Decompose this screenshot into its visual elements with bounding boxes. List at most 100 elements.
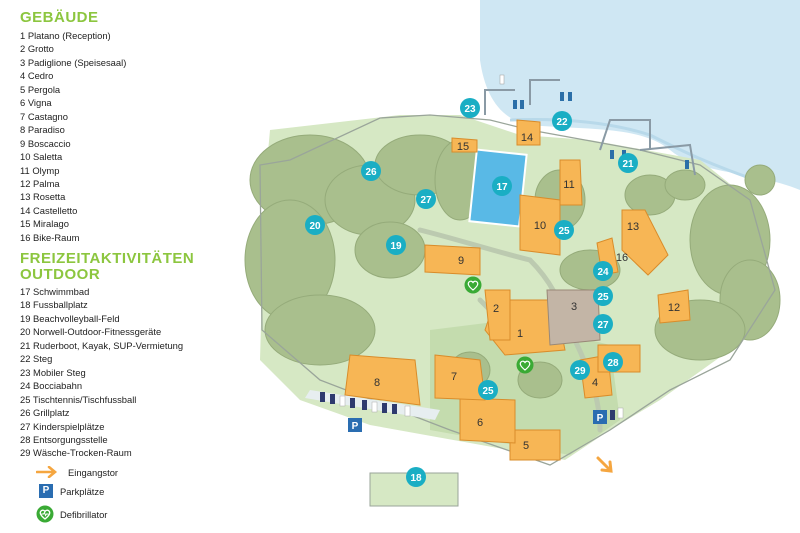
building-entry: 7 Castagno (20, 110, 68, 122)
building-label: 12 (668, 302, 680, 314)
defibrillator-icon (36, 505, 54, 523)
marker-label: 24 (597, 267, 609, 278)
building-11 (559, 159, 583, 206)
building-9 (424, 244, 481, 276)
building-entry: 15 Miralago (20, 218, 69, 230)
parking-icon: P (593, 410, 607, 424)
building-5 (509, 429, 561, 461)
buildings (344, 119, 691, 461)
outdoor-entry: 29 Wäsche-Trocken-Raum (20, 447, 132, 459)
site-map: 1 2 3 4 5 6 7 8 9 10 11 12 13 14 15 16 1… (230, 0, 800, 533)
entrance-label: Eingangstor (68, 466, 119, 478)
outdoor-entry: 17 Schwimmbad (20, 286, 90, 297)
building-entry: 10 Saletta (20, 151, 63, 163)
legend-defib: Defibrillator (36, 505, 107, 523)
legend-entrance: Eingangstor (36, 466, 118, 478)
building-entry: 14 Castelletto (20, 204, 78, 216)
legend-parking: P Parkplätze (36, 484, 104, 498)
marker-label: 25 (597, 292, 609, 303)
marker-label: 22 (556, 117, 568, 128)
building-label: 5 (523, 440, 529, 452)
marker-label: 27 (597, 320, 609, 331)
building-8 (344, 354, 421, 406)
outdoor-entry: 20 Norwell-Outdoor-Fitnessgeräte (20, 326, 162, 338)
parked-cars (320, 392, 624, 420)
building-entry: 1 Platano (Reception) (20, 30, 111, 41)
marker-label: 20 (309, 221, 321, 232)
marker-label: 25 (558, 226, 570, 237)
outdoor-title-line1: FREIZEITAKTIVITÄTEN (20, 250, 195, 267)
outdoor-entry: 26 Grillplatz (20, 407, 70, 419)
marker-label: 29 (574, 366, 586, 377)
parking-letter: P (42, 485, 50, 496)
building-labels: 1 2 3 4 5 6 7 8 9 10 11 12 13 14 15 16 (374, 132, 680, 452)
building-entry: 6 Vigna (20, 97, 52, 109)
building-label: 14 (521, 132, 533, 144)
building-label: 9 (458, 255, 464, 267)
building-label: 11 (563, 179, 574, 191)
building-entry: 16 Bike-Raum (20, 231, 80, 243)
building-13 (621, 209, 669, 276)
buildings-title: GEBÄUDE (20, 9, 99, 26)
outdoor-entry: 23 Mobiler Steg (20, 366, 86, 378)
outdoor-entry: 28 Entsorgungsstelle (20, 433, 108, 445)
outdoor-entry: 25 Tischtennis/Tischfussball (20, 393, 137, 405)
parking-icon: P (39, 484, 53, 498)
football-field (369, 472, 459, 507)
marker-label: 25 (482, 386, 494, 397)
building-12 (657, 289, 691, 324)
building-label: 10 (534, 220, 546, 232)
defibrillator-icon (464, 276, 482, 294)
building-label: 3 (571, 301, 577, 313)
building-entry: 3 Padiglione (Speisesaal) (20, 56, 127, 68)
building-label: 7 (451, 371, 457, 383)
building-15 (451, 137, 478, 153)
parking-label: Parkplätze (60, 485, 105, 497)
defibrillator-icon (516, 356, 534, 374)
marker-label: 19 (390, 241, 402, 252)
site-map-canvas: 1 2 3 4 5 6 7 8 9 10 11 12 13 14 15 16 1… (244, 0, 800, 507)
building-7 (434, 354, 486, 401)
lake (480, 0, 800, 190)
marker-label: 27 (420, 195, 432, 206)
docks (484, 79, 696, 176)
building-label: 13 (627, 221, 639, 233)
building-entry: 12 Palma (20, 177, 60, 189)
building-label: 16 (616, 252, 628, 264)
parking-sign-letter: P (352, 421, 359, 432)
property-boundary (259, 114, 776, 466)
outdoor-list: 17 Schwimmbad 18 Fussballplatz 19 Beachv… (20, 285, 183, 460)
building-entry: 11 Olymp (20, 164, 60, 176)
building-14 (516, 119, 541, 146)
outdoor-entry: 18 Fussballplatz (20, 299, 88, 311)
building-entry: 2 Grotto (20, 43, 54, 55)
marker-label: 26 (365, 167, 377, 178)
parking-sign-letter: P (597, 413, 604, 424)
outdoor-entry: 19 Beachvolleyball-Feld (20, 312, 120, 324)
building-6 (459, 397, 516, 444)
building-entry: 5 Pergola (20, 83, 61, 95)
building-label: 4 (592, 377, 598, 389)
entrance-arrow-icon (596, 456, 613, 473)
marker-label: 17 (496, 182, 508, 193)
building-entry: 8 Paradiso (20, 124, 65, 136)
outdoor-entry: 22 Steg (20, 353, 53, 365)
building-label: 2 (493, 303, 499, 315)
entrance-arrow-icon (36, 466, 58, 478)
building-2 (484, 289, 511, 341)
marker-label: 18 (410, 473, 422, 484)
building-label: 1 (517, 328, 523, 340)
outdoor-entry: 21 Ruderboot, Kayak, SUP-Vermietung (20, 339, 184, 351)
building-label: 8 (374, 377, 380, 389)
marker-label: 28 (607, 358, 619, 369)
building-label: 6 (477, 417, 483, 429)
map-legend: GEBÄUDE 1 Platano (Reception) 2 Grotto 3… (0, 0, 230, 533)
marker-label: 23 (464, 104, 476, 115)
building-label: 15 (457, 141, 469, 153)
parking-icon: P (348, 418, 362, 432)
defib-label: Defibrillator (60, 508, 108, 520)
building-entry: 4 Cedro (20, 70, 54, 82)
building-entry: 9 Boscaccio (20, 137, 71, 149)
outdoor-entry: 24 Bocciabahn (20, 380, 83, 392)
outdoor-title-line2: OUTDOOR (20, 266, 101, 283)
